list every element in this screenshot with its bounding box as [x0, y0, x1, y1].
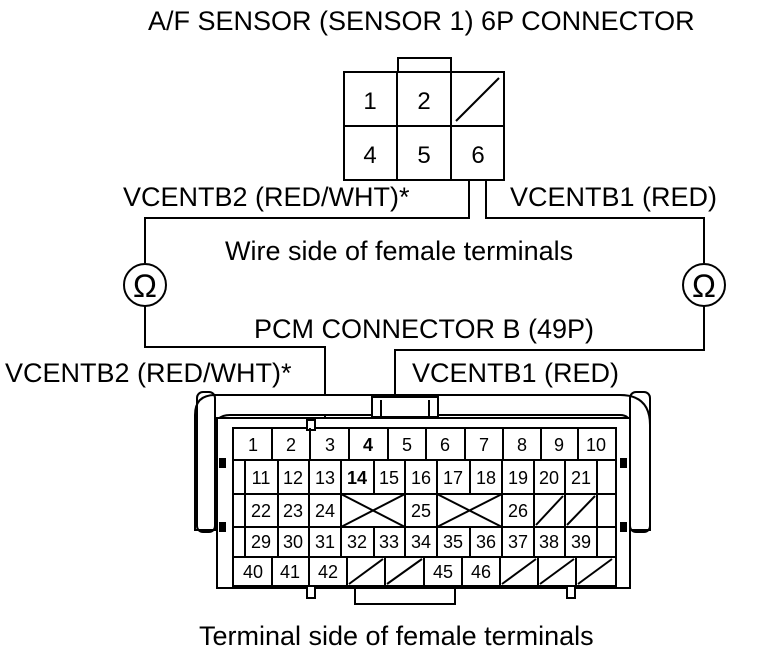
pcm-pin: 42 — [318, 562, 338, 582]
pcm-pin: 22 — [251, 501, 271, 521]
pcm-pin: 41 — [280, 562, 300, 582]
pcm-pin: 10 — [586, 435, 606, 455]
pcm-pin: 24 — [315, 501, 335, 521]
pcm-pin: 29 — [251, 532, 271, 552]
af-connector-title: A/F SENSOR (SENSOR 1) 6P CONNECTOR — [148, 6, 695, 36]
pcm-pin-row-1: 1 2 3 4 5 6 7 8 9 10 — [248, 435, 606, 455]
lead-vcentb1 — [485, 180, 705, 263]
pcm-pin-row-5: 40 41 42 45 46 — [243, 562, 491, 582]
pcm-pin: 18 — [476, 468, 496, 488]
af-sensor-connector — [343, 57, 505, 181]
ohmmeter-right: Ω — [682, 263, 726, 307]
pcm-pin: 3 — [325, 435, 335, 455]
pcm-pin: 14 — [347, 468, 367, 488]
pcm-pin: 12 — [283, 468, 303, 488]
ohm-icon: Ω — [133, 268, 157, 304]
pcm-pin: 5 — [402, 435, 412, 455]
pcm-pin: 33 — [379, 532, 399, 552]
af-pin-4: 4 — [363, 142, 376, 169]
af-right-wire-label: VCENTB1 (RED) — [510, 182, 717, 212]
pcm-pin: 13 — [315, 468, 335, 488]
pcm-left-wire-label: VCENTB2 (RED/WHT)* — [5, 358, 292, 388]
af-pin-5: 5 — [417, 142, 430, 169]
pcm-pin: 2 — [286, 435, 296, 455]
pcm-pin: 35 — [443, 532, 463, 552]
pcm-pin: 16 — [411, 468, 431, 488]
af-left-wire-label: VCENTB2 (RED/WHT)* — [123, 182, 410, 212]
pcm-pin: 1 — [248, 435, 258, 455]
pcm-pin: 30 — [283, 532, 303, 552]
pcm-pin: 23 — [283, 501, 303, 521]
pcm-pin: 7 — [479, 435, 489, 455]
pcm-pin: 25 — [411, 501, 431, 521]
pcm-pin: 4 — [363, 435, 373, 455]
pcm-pin: 9 — [554, 435, 564, 455]
terminal-side-caption: Terminal side of female terminals — [199, 621, 594, 651]
lead-vcentb2 — [144, 180, 470, 263]
pcm-pin: 26 — [508, 501, 528, 521]
pcm-pin: 34 — [411, 532, 431, 552]
af-blank-cavity-3 — [455, 77, 500, 122]
pcm-pin: 32 — [347, 532, 367, 552]
pcm-pin: 37 — [508, 532, 528, 552]
pcm-right-wire-label: VCENTB1 (RED) — [412, 358, 619, 388]
pcm-pin: 45 — [433, 562, 453, 582]
pcm-pin-row-4: 29 30 31 32 33 34 35 36 37 38 39 — [251, 532, 591, 552]
pcm-pin-row-2: 11 12 13 14 15 16 17 18 19 20 21 — [252, 468, 591, 488]
ohm-icon: Ω — [692, 268, 716, 304]
pcm-pin: 15 — [379, 468, 399, 488]
pcm-pin: 6 — [440, 435, 450, 455]
pcm-pin: 36 — [476, 532, 496, 552]
pcm-pin-row-3: 22 23 24 25 26 — [251, 501, 528, 521]
pcm-connector-title: PCM CONNECTOR B (49P) — [254, 314, 594, 344]
pcm-pin: 46 — [471, 562, 491, 582]
pcm-pin: 17 — [443, 468, 463, 488]
pcm-pin: 8 — [517, 435, 527, 455]
pcm-pin: 39 — [571, 532, 591, 552]
ohmmeter-left: Ω — [123, 263, 167, 307]
pcm-pin: 11 — [252, 468, 271, 488]
pcm-pin: 31 — [315, 532, 335, 552]
af-pin-2: 2 — [417, 88, 430, 115]
pcm-pin: 20 — [539, 468, 559, 488]
af-pin-1: 1 — [363, 88, 376, 115]
pcm-pin: 40 — [243, 562, 263, 582]
pcm-pin: 38 — [539, 532, 559, 552]
pcm-pin: 21 — [571, 468, 591, 488]
pcm-pin: 19 — [508, 468, 528, 488]
wire-side-caption: Wire side of female terminals — [225, 236, 573, 266]
pcm-connector — [194, 391, 651, 605]
af-pin-6: 6 — [471, 142, 484, 169]
